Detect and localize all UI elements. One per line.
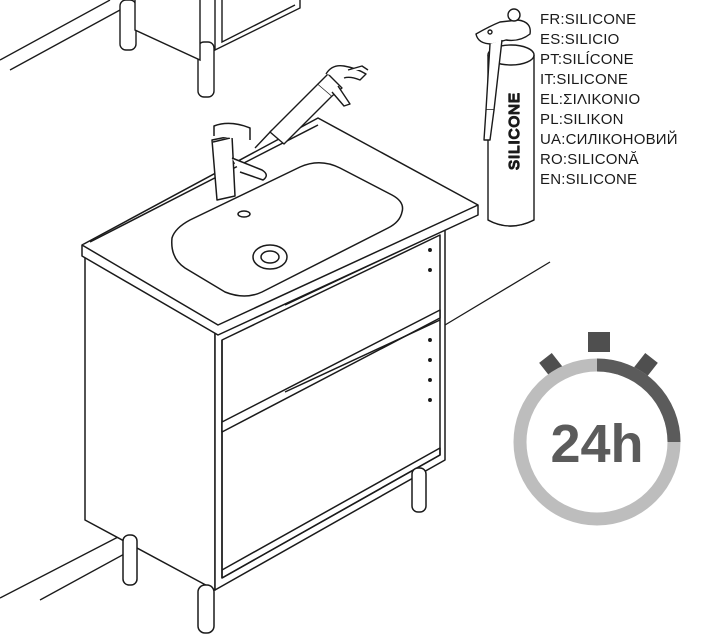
silicone-tube-icon: SILICONE	[475, 8, 535, 227]
translation-fr: FR:SILICONE	[540, 11, 637, 28]
translation-pl: PL:SILIKON	[540, 111, 624, 128]
vanity-cabinet	[84, 217, 446, 591]
tube-label: SILICONE	[506, 92, 523, 170]
room-lines	[0, 0, 551, 601]
cabinet-legs	[122, 467, 427, 634]
translation-ua: UA:СИЛІКОНОВИЙ	[540, 131, 678, 148]
faucet-icon	[211, 122, 267, 201]
timer-label: 24h	[550, 414, 643, 474]
translation-it: IT:SILICONE	[540, 71, 629, 88]
translation-en: EN:SILICONE	[540, 171, 638, 188]
translation-el: EL:ΣΙΛΙΚΟΝΙΟ	[540, 91, 641, 108]
timer-progress	[596, 358, 681, 443]
translation-ro: RO:SILICONĂ	[540, 151, 639, 168]
upper-cabinet	[119, 0, 301, 98]
translation-list: FR:SILICONE ES:SILICIO PT:SILÍCONE IT:SI…	[540, 10, 678, 190]
translation-es: ES:SILICIO	[540, 31, 620, 48]
translation-pt: PT:SILÍCONE	[540, 51, 634, 68]
basin	[171, 162, 404, 297]
caulking-gun-icon	[254, 64, 369, 149]
timer-icon: 24h	[513, 332, 681, 526]
